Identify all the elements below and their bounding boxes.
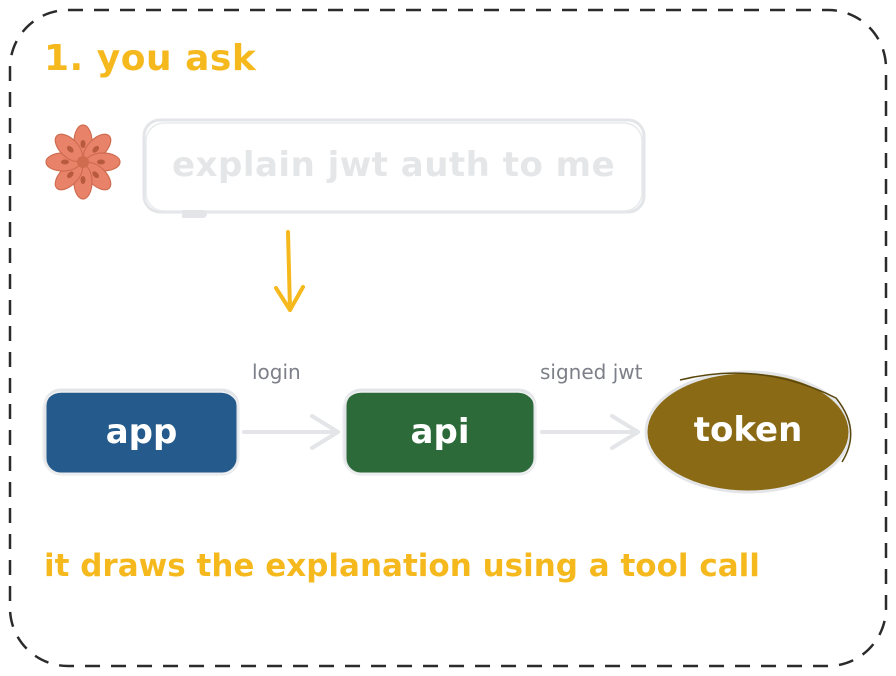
node-label-app: app (105, 412, 178, 452)
step-title: 1. you ask (44, 38, 257, 79)
node-app (42, 388, 240, 476)
anise-star-icon (45, 124, 121, 200)
arrow-down-icon (274, 230, 305, 312)
edge-label-login: login (252, 360, 301, 384)
node-label-token: token (693, 410, 803, 450)
outer-frame (8, 8, 888, 668)
prompt-box (142, 118, 646, 218)
caption: it draws the explanation using a tool ca… (44, 548, 760, 584)
node-token (644, 370, 852, 494)
node-label-api: api (410, 412, 470, 452)
node-api (342, 388, 537, 476)
prompt-text: explain jwt auth to me (172, 145, 616, 185)
edge-label-signed-jwt: signed jwt (540, 360, 643, 384)
edge-app-api (242, 414, 340, 450)
edge-api-token (540, 414, 640, 450)
